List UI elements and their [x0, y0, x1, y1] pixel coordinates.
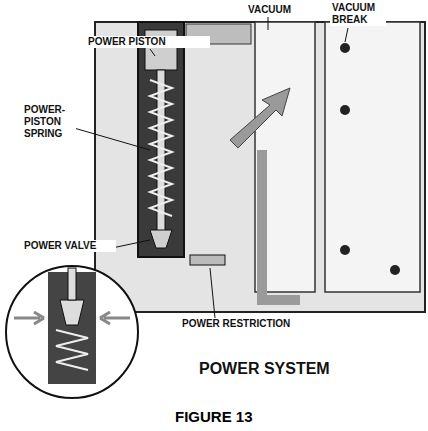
bore-dot	[340, 43, 350, 53]
figure-title: POWER SYSTEM	[196, 360, 333, 378]
inset-spring	[56, 330, 88, 370]
leader-line	[345, 28, 348, 42]
part-label: POWER- PISTON SPRING	[22, 104, 76, 140]
part-label: POWER PISTON	[86, 36, 210, 48]
power-valve	[150, 230, 172, 248]
leader-line	[268, 17, 269, 30]
carburetor-body	[95, 22, 425, 312]
flow-channel	[262, 150, 300, 300]
inset-stem	[68, 268, 76, 300]
frame	[0, 0, 428, 400]
bore-dot	[390, 265, 400, 275]
power-piston-spring	[150, 80, 172, 216]
restriction-screw	[190, 255, 225, 265]
piston-bore	[138, 22, 184, 257]
bore-dot	[340, 105, 350, 115]
part-label: POWER VALVE	[22, 240, 116, 252]
leader-line	[112, 240, 150, 248]
part-label: VACUUM	[246, 4, 310, 16]
part-label: VACUUM BREAK	[330, 2, 386, 26]
part-label: POWER RESTRICTION	[180, 318, 324, 330]
figure-caption: FIGURE 13	[175, 408, 253, 426]
throttle-bore	[325, 22, 420, 292]
leader-line	[74, 128, 150, 150]
detail-inset	[6, 266, 138, 398]
inset-valve	[60, 300, 84, 325]
leader-line	[210, 268, 215, 318]
leader-line	[150, 49, 155, 56]
bore-dot	[340, 245, 350, 255]
inset-flow-arrows	[14, 312, 130, 324]
flow-arrow	[230, 88, 290, 148]
